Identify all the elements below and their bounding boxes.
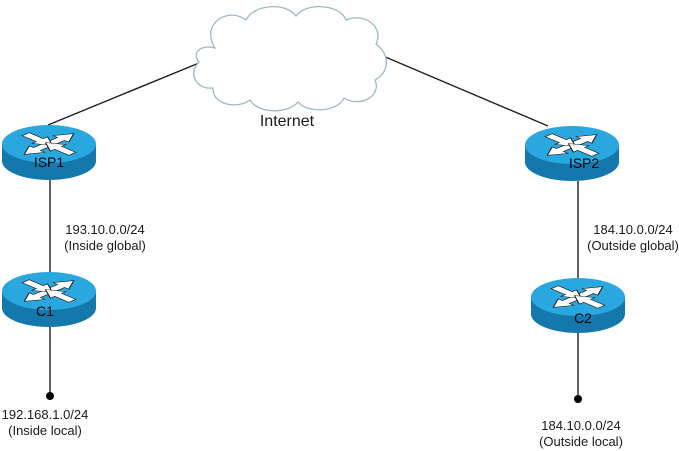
inside-global-network: 193.10.0.0/24 xyxy=(65,222,145,237)
internet-label: Internet xyxy=(259,113,315,130)
link-cloud-isp2 xyxy=(382,55,549,127)
outside-local-scope: (Outside local) xyxy=(539,434,623,449)
label-outside-global: 184.10.0.0/24 (Outside global) xyxy=(583,222,679,254)
router-label-c2: C2 xyxy=(574,310,592,326)
label-inside-global: 193.10.0.0/24 (Inside global) xyxy=(55,222,155,254)
outside-local-network: 184.10.0.0/24 xyxy=(541,418,621,433)
label-outside-local: 184.10.0.0/24 (Outside local) xyxy=(531,418,631,450)
outside-global-scope: (Outside global) xyxy=(587,238,679,253)
outside-global-network: 184.10.0.0/24 xyxy=(593,222,673,237)
inside-local-network: 192.168.1.0/24 xyxy=(1,407,89,422)
router-icon-isp2 xyxy=(524,125,620,182)
endpoint-dots xyxy=(46,392,582,403)
inside-local-scope: (Inside local) xyxy=(8,423,82,438)
router-label-isp2: ISP2 xyxy=(568,155,600,171)
endpoint-dot-left-icon xyxy=(46,392,54,400)
links xyxy=(47,55,579,396)
link-isp1-cloud xyxy=(47,62,200,126)
inside-global-scope: (Inside global) xyxy=(64,238,146,253)
router-icon-isp1 xyxy=(1,124,97,181)
router-label-isp1: ISP1 xyxy=(33,154,65,170)
internet-cloud-icon xyxy=(193,5,388,112)
endpoint-dot-right-icon xyxy=(574,395,582,403)
label-inside-local: 192.168.1.0/24 (Inside local) xyxy=(0,407,95,439)
router-label-c1: C1 xyxy=(36,303,54,319)
